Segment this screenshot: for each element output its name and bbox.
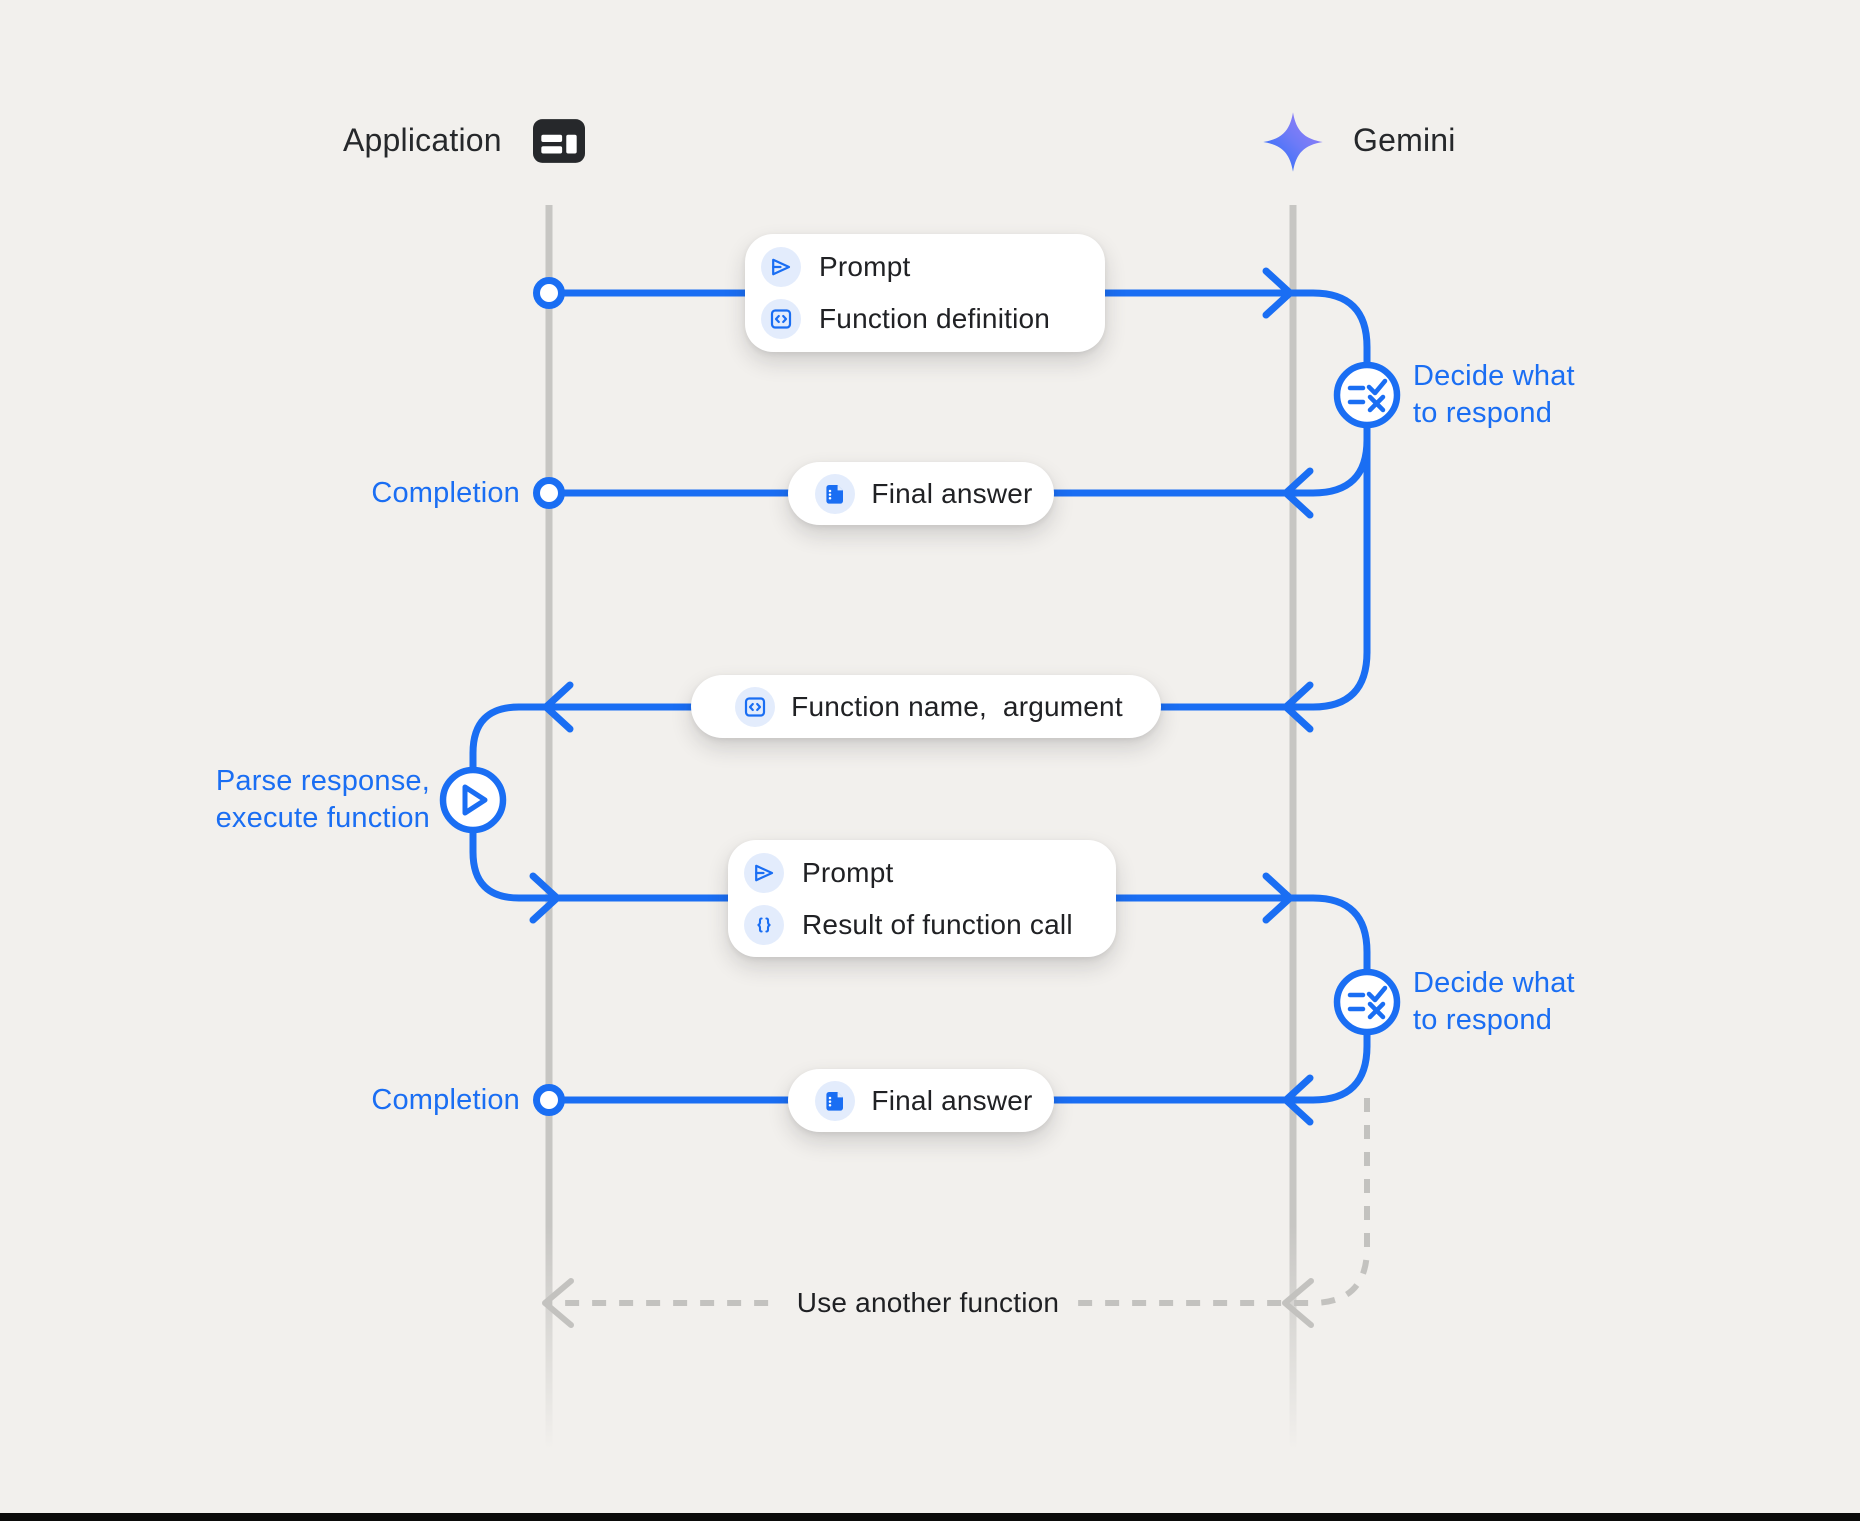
play-icon xyxy=(462,784,488,816)
app-window-icon xyxy=(533,119,585,163)
completion-label-2: Completion xyxy=(371,1084,520,1116)
decide-label-line: to respond xyxy=(1413,1004,1553,1036)
code-icon xyxy=(735,686,776,727)
rule-icon xyxy=(1347,378,1388,413)
bottom-edge-bar xyxy=(0,1513,1860,1521)
decide-label-2: Decide what to respond xyxy=(1413,965,1575,1039)
decide-node-2 xyxy=(1333,968,1401,1036)
message-text: Function name, argument xyxy=(791,690,1123,722)
message-text: Prompt xyxy=(802,856,894,888)
arrowhead-left-gemini-3 xyxy=(1282,1074,1314,1126)
message-row: Prompt xyxy=(744,852,1106,893)
actor-application-label: Application xyxy=(343,122,502,158)
message-final-answer-1: Final answer xyxy=(788,462,1054,525)
document-icon xyxy=(815,473,856,514)
completion-terminal-2 xyxy=(533,1084,565,1116)
arrowhead-left-gemini-2 xyxy=(1282,681,1314,733)
message-final-answer-2: Final answer xyxy=(788,1069,1054,1132)
rule-icon xyxy=(1347,985,1388,1020)
arrowhead-right-gemini-2 xyxy=(1262,872,1294,924)
flow-final-answer-1 xyxy=(558,436,1371,497)
completion-label-1: Completion xyxy=(371,477,520,509)
message-text: Final answer xyxy=(871,1084,1033,1116)
parse-node xyxy=(439,766,507,834)
decide-label-line: Decide what xyxy=(1413,360,1575,392)
message-row: Result of function call xyxy=(744,904,1106,945)
decide-label-line: to respond xyxy=(1413,397,1553,429)
parse-label-line: Parse response, xyxy=(215,765,430,797)
flow-final-answer-2 xyxy=(558,1042,1371,1104)
arrowhead-left-gemini-1 xyxy=(1282,467,1314,519)
send-icon xyxy=(761,247,801,287)
send-icon xyxy=(744,852,784,893)
message-prompt-function-definition: Prompt Function definition xyxy=(745,234,1105,352)
message-text: Result of function call xyxy=(802,908,1073,940)
decide-label-1: Decide what to respond xyxy=(1413,358,1575,432)
message-row: Function definition xyxy=(761,299,1095,339)
message-prompt-result: Prompt Result of function call xyxy=(728,840,1116,957)
message-row: Prompt xyxy=(761,247,1095,287)
message-function-name-argument: Function name, argument xyxy=(691,675,1161,738)
flow-prompt-1 xyxy=(557,289,1371,656)
parse-label-line: execute function xyxy=(215,802,430,834)
arrowhead-right-app xyxy=(529,872,561,924)
loop-dashed-line xyxy=(542,1098,1370,1328)
completion-terminal-1 xyxy=(533,477,565,509)
braces-icon xyxy=(744,904,784,945)
parse-execute-label: Parse response, execute function xyxy=(100,763,430,837)
arrowhead-right-gemini-1 xyxy=(1262,267,1294,319)
decide-label-line: Decide what xyxy=(1413,967,1575,999)
arrowhead-left-app xyxy=(542,681,574,733)
document-icon xyxy=(815,1080,856,1121)
message-text: Function definition xyxy=(819,303,1051,334)
flow-function-call-loop xyxy=(469,648,1371,1050)
decide-node-1 xyxy=(1333,361,1401,429)
start-terminal xyxy=(533,277,565,309)
message-text: Prompt xyxy=(819,251,911,282)
use-another-function-label: Use another function xyxy=(778,1287,1078,1319)
code-icon xyxy=(761,299,801,339)
message-text: Final answer xyxy=(871,477,1033,509)
actor-gemini-label: Gemini xyxy=(1353,122,1456,158)
gemini-star-icon xyxy=(1263,112,1323,172)
